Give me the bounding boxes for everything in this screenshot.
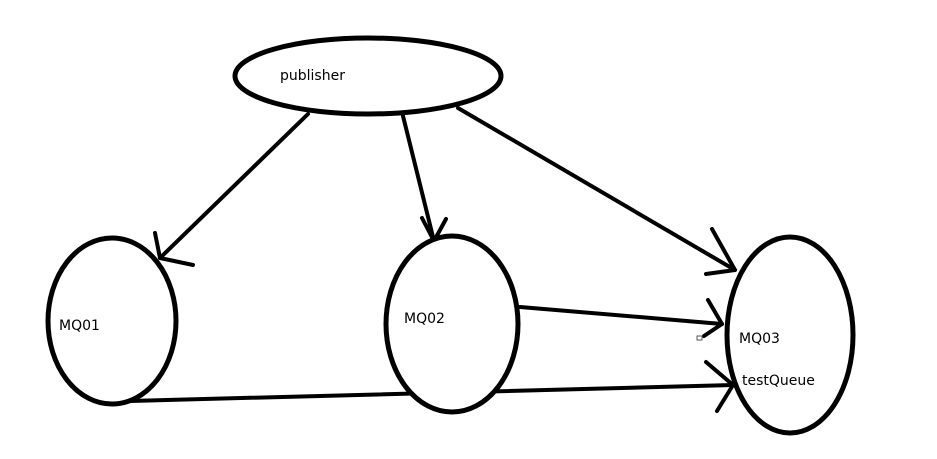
node-mq01-label: MQ01	[59, 318, 100, 334]
node-publisher: publisher	[232, 35, 504, 117]
edge-publisher-to-mq01	[153, 112, 310, 267]
node-mq02-label: MQ02	[404, 311, 445, 327]
node-publisher-label: publisher	[280, 68, 345, 84]
node-mq03: MQ03 testQueue	[724, 234, 856, 436]
stray-mark	[696, 335, 703, 341]
node-mq03-sublabel: testQueue	[742, 373, 815, 389]
node-mq01: MQ01	[45, 235, 179, 407]
edge-mq02-to-mq03	[518, 298, 724, 338]
node-mq02: MQ02	[383, 233, 521, 415]
edge-publisher-to-mq03	[456, 106, 737, 276]
edge-publisher-to-mq02	[401, 114, 448, 243]
node-mq03-label: MQ03	[739, 331, 780, 347]
